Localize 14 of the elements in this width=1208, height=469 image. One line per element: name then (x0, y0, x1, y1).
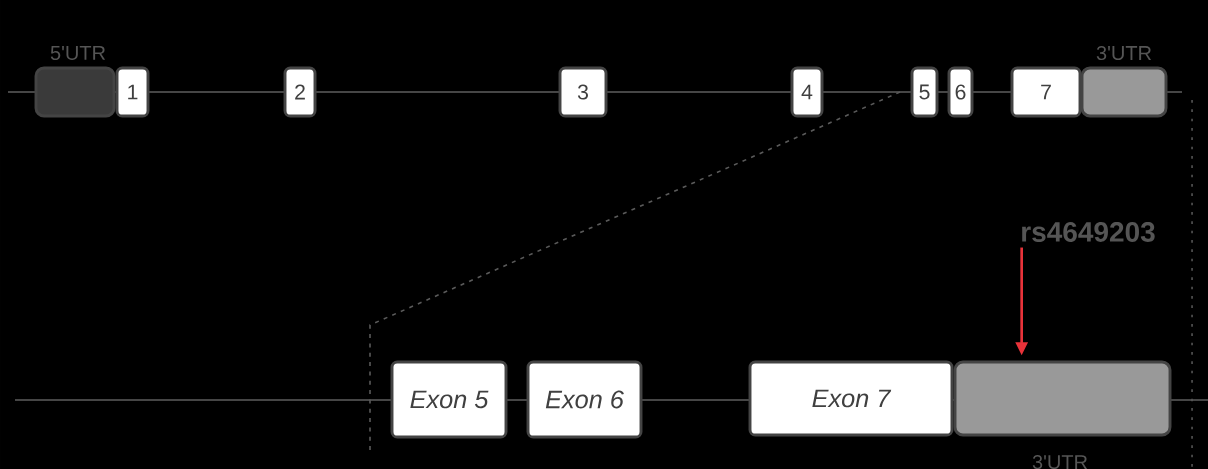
utr-label: 3'UTR (1032, 454, 1088, 469)
exon-box: 1 (115, 66, 150, 118)
exon-box: Exon 6 (526, 360, 643, 439)
exon-box: 5 (910, 66, 939, 118)
exon-box: 3 (558, 66, 608, 118)
exon-box: 2 (283, 66, 317, 118)
exon-box: Exon 5 (390, 360, 508, 439)
exon-box: 4 (790, 66, 824, 118)
exon-box: 6 (947, 66, 974, 118)
utr-label: 5'UTR (50, 46, 106, 60)
exon-box: Exon 7 (748, 360, 954, 437)
utr-label: 3'UTR (1096, 45, 1152, 61)
snp-label: rs4649203 (1022, 222, 1155, 242)
exon-box: 7 (1010, 66, 1082, 118)
